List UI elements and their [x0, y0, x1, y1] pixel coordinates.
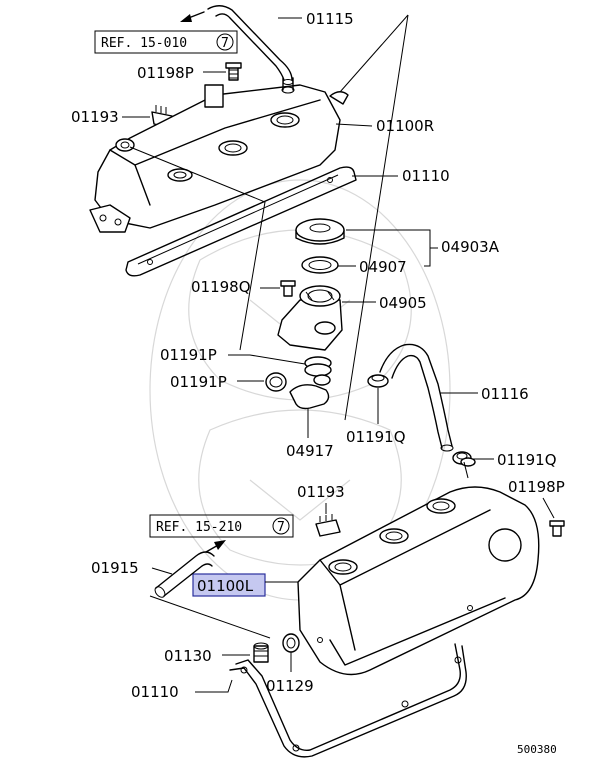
label-01198P-bottom: 01198P [508, 478, 565, 496]
label-04907: 04907 [359, 258, 407, 276]
label-01191Q-a: 01191Q [346, 428, 406, 446]
label-01100L[interactable]: 01100L [197, 577, 254, 595]
label-04905: 04905 [379, 294, 427, 312]
bolt-01198P-bottom[interactable] [549, 520, 565, 537]
ref-bottom-prefix: REF. 15-210 [156, 520, 242, 535]
ref-top-circled-number: 7 [221, 36, 229, 51]
label-01130: 01130 [164, 647, 212, 665]
clamp-01191P-lower[interactable] [265, 372, 287, 392]
ref-box-top[interactable]: REF. 15-010 7 [94, 30, 238, 54]
label-01110-top: 01110 [402, 167, 450, 185]
label-04917: 04917 [286, 442, 334, 460]
arrow-icon-top [180, 11, 205, 22]
label-01100R: 01100R [376, 117, 434, 135]
filler-neck-04905[interactable] [277, 285, 343, 351]
leader-assembly-lower [344, 14, 409, 421]
valve-cover-01100L[interactable] [297, 457, 540, 676]
ref-box-bottom-frame [149, 514, 294, 538]
leader-01198P-bottom [542, 497, 555, 519]
hose-04917[interactable] [289, 374, 331, 410]
ref-top-prefix: REF. 15-010 [101, 36, 187, 51]
leader-01100R [335, 123, 373, 127]
diagram-code: 500380 [517, 743, 557, 756]
clamp-01191P-upper[interactable] [304, 356, 332, 377]
leader-01191P-a [228, 354, 306, 365]
fitting-01130[interactable] [253, 642, 269, 663]
hose-01915[interactable] [153, 551, 215, 599]
leader-01915 [151, 567, 173, 575]
ref-box-top-frame [94, 30, 238, 54]
valve-cover-01100R[interactable] [89, 77, 349, 233]
label-01129: 01129 [266, 677, 314, 695]
clamp-01191Q-upper[interactable] [367, 374, 389, 388]
label-01193-bottom: 01193 [297, 483, 345, 501]
label-01116: 01116 [481, 385, 529, 403]
hose-01116[interactable] [379, 343, 454, 452]
bolt-01198Q[interactable] [280, 280, 296, 297]
gasket-01110-top[interactable] [125, 166, 357, 277]
label-01191P-b: 01191P [170, 373, 227, 391]
label-01100L-highlight [192, 573, 266, 597]
label-01198Q: 01198Q [191, 278, 251, 296]
label-01915: 01915 [91, 559, 139, 577]
leader-01110-bottom [195, 679, 233, 693]
ref-bottom-circle [272, 517, 290, 535]
bolt-01198P-top[interactable] [225, 62, 242, 81]
label-01110-bottom: 01110 [131, 683, 179, 701]
label-01198P-top: 01198P [137, 64, 194, 82]
leader-assembly-upper [339, 14, 409, 93]
seal-01129[interactable] [282, 633, 300, 653]
seal-04907[interactable] [301, 256, 339, 274]
ref-box-bottom[interactable]: REF. 15-210 7 [149, 514, 294, 538]
label-01193-top: 01193 [71, 108, 119, 126]
gasket-01110-bottom[interactable] [229, 643, 467, 758]
clip-01193-bottom[interactable] [315, 514, 341, 537]
oil-cap-04903A[interactable] [295, 218, 345, 245]
ref-bottom-circled-number: 7 [277, 520, 285, 535]
leader-cross-b [149, 595, 271, 639]
label-01191P-a: 01191P [160, 346, 217, 364]
label-04903A: 04903A [441, 238, 500, 256]
ref-top-circle [216, 33, 234, 51]
label-01191Q-b: 01191Q [497, 451, 557, 469]
label-01115: 01115 [306, 10, 354, 28]
arrow-icon-bottom [205, 540, 226, 553]
